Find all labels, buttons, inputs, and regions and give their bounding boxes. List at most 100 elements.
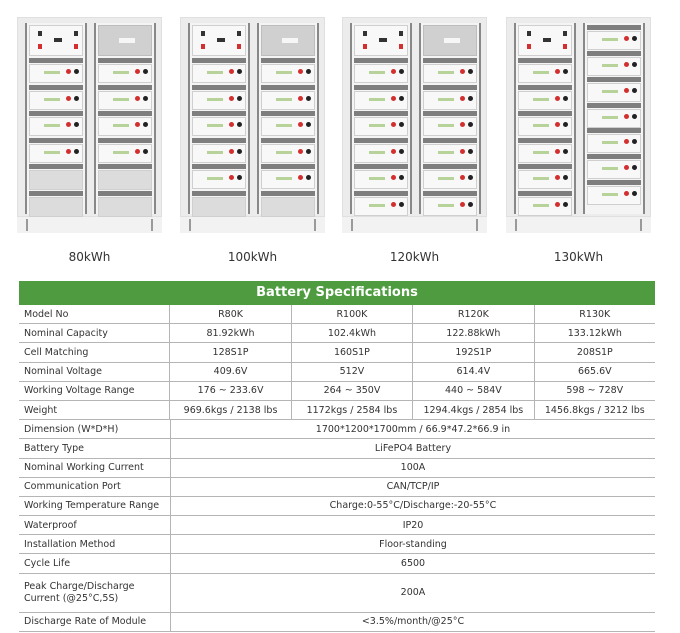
battery-module [587, 82, 641, 102]
module-slot [98, 111, 152, 137]
display-icon [54, 38, 62, 42]
module-slot [587, 76, 641, 103]
module-rail [29, 84, 83, 90]
battery-module [587, 134, 641, 154]
battery-module [518, 143, 572, 163]
table-row: Nominal Voltage 409.6V 512V 614.4V 665.6… [19, 362, 655, 382]
module-label [533, 203, 549, 207]
negative-terminal-icon [399, 175, 404, 180]
cell: 614.4V [413, 362, 535, 381]
module-label [369, 124, 385, 127]
module-label [369, 71, 385, 74]
module-rail [587, 128, 641, 134]
positive-terminal-icon [66, 95, 71, 101]
row-label: Peak Charge/Discharge Current (@25°C,5S) [19, 573, 171, 612]
cabinet-frame [342, 17, 487, 217]
battery-module [423, 196, 477, 216]
cabinet-column-left [350, 23, 412, 217]
negative-terminal-icon [399, 95, 404, 101]
module-slot [261, 164, 315, 190]
module-rail [587, 102, 641, 108]
module-slot [29, 84, 83, 111]
cell: <3.5%/month/@25°C [361, 616, 465, 628]
battery-module [261, 117, 315, 136]
module-label [113, 150, 129, 154]
negative-terminal-icon [563, 69, 568, 74]
battery-module [587, 56, 641, 76]
breaker-icon [74, 44, 78, 49]
cell: R80K [170, 305, 292, 324]
module-label [438, 203, 454, 207]
module-rail [261, 58, 315, 63]
module-rail [518, 58, 572, 63]
empty-bay [98, 196, 152, 217]
cell: 264 ~ 350V [292, 381, 414, 400]
row-label: Installation Method [19, 535, 171, 554]
battery-module [423, 64, 477, 83]
negative-terminal-icon [74, 69, 79, 74]
module-rail [29, 111, 83, 116]
table-row: Cycle Life 6500 [19, 554, 655, 574]
positive-terminal-icon [229, 69, 234, 74]
battery-module [518, 90, 572, 110]
module-label [533, 71, 549, 74]
cabinet-column-right [419, 23, 481, 216]
positive-terminal-icon [555, 148, 560, 154]
row-label-line1: Peak Charge/Discharge [24, 580, 135, 592]
cell: 598 ~ 728V [566, 385, 624, 397]
table-row: Communication Port CAN/TCP/IP [19, 477, 655, 497]
cell: 969.6kgs / 2138 lbs [170, 400, 292, 420]
battery-module [587, 31, 641, 50]
cabinet-column-right [94, 23, 156, 217]
negative-terminal-icon [563, 122, 568, 127]
positive-terminal-icon [229, 95, 234, 101]
module-label [44, 150, 60, 154]
table-row: Nominal Capacity 81.92kWh 102.4kWh 122.8… [19, 324, 655, 344]
cell: R120K [413, 305, 535, 324]
cabinet-120kwh [342, 17, 487, 233]
module-rail [587, 25, 641, 30]
module-slot [98, 58, 152, 84]
cabinet-column-left [25, 23, 87, 217]
cell: 6500 [400, 558, 426, 570]
battery-module [261, 64, 315, 83]
module-label [533, 97, 549, 101]
controller-box [518, 25, 572, 56]
module-label [602, 193, 618, 197]
module-label [44, 71, 60, 74]
battery-module [587, 186, 641, 206]
module-label [438, 150, 454, 154]
negative-terminal-icon [468, 95, 473, 101]
cabinet-base [342, 217, 487, 233]
module-rail [98, 84, 152, 90]
negative-terminal-icon [632, 36, 637, 41]
cell: IP20 [402, 519, 424, 531]
module-slot [261, 111, 315, 137]
module-label [438, 124, 454, 127]
positive-terminal-icon [624, 165, 629, 171]
negative-terminal-icon [74, 95, 79, 101]
battery-module [29, 117, 83, 136]
battery-module [518, 196, 572, 216]
module-slot [354, 190, 408, 217]
battery-module [192, 90, 246, 110]
cabinet-leg [189, 219, 191, 231]
blank-panel [261, 25, 315, 56]
module-slot [354, 137, 408, 164]
blank-panel [423, 25, 477, 56]
module-label [207, 177, 223, 180]
module-rail [518, 111, 572, 116]
module-label [602, 115, 618, 119]
positive-terminal-icon [555, 122, 560, 127]
battery-module [261, 143, 315, 163]
cell: 160S1P [292, 343, 414, 362]
module-rail [29, 58, 83, 63]
empty-slot [29, 190, 83, 218]
negative-terminal-icon [399, 201, 404, 207]
module-slot [423, 58, 477, 84]
battery-module [98, 64, 152, 83]
module-rail [192, 190, 246, 196]
cabinet-leg [26, 219, 28, 231]
negative-terminal-icon [237, 148, 242, 154]
empty-bay [29, 196, 83, 217]
